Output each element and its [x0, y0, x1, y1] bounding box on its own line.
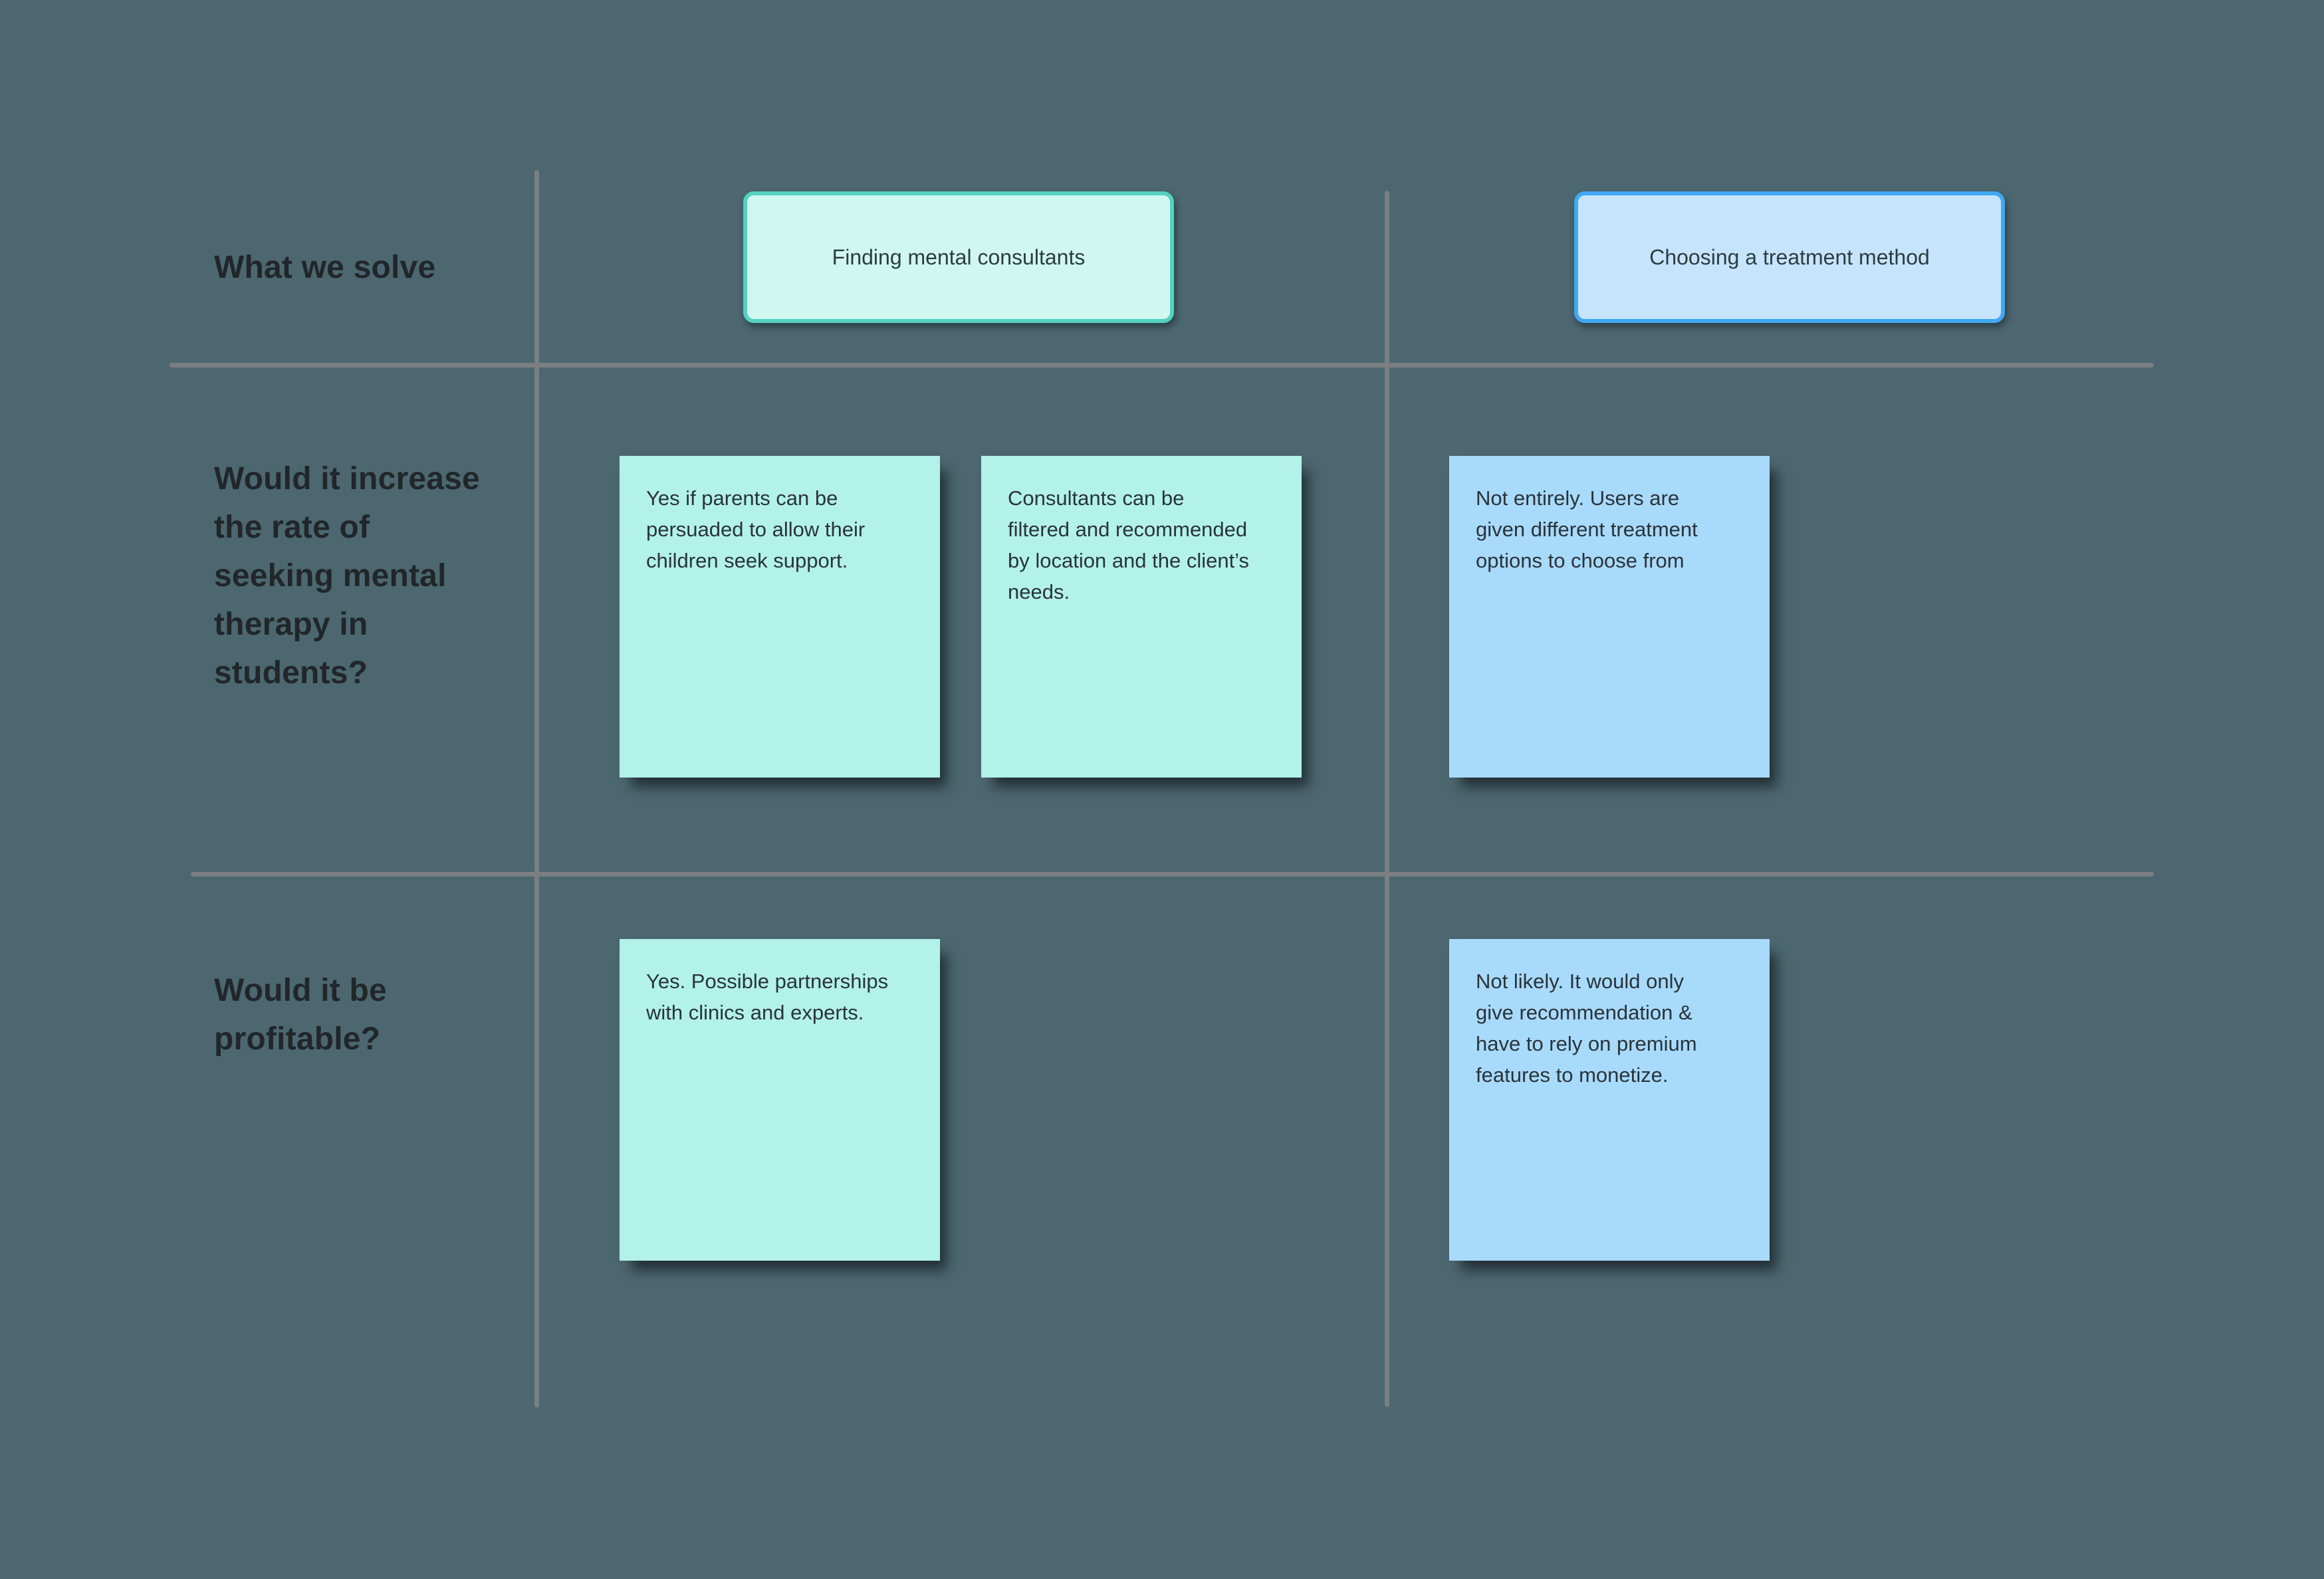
grid-row-divider-1[interactable]	[170, 363, 2154, 368]
row-header-profitable[interactable]: Would it be profitable?	[214, 973, 387, 1057]
sticky-note-parents-persuaded[interactable]: Yes if parents can be persuaded to allow…	[620, 456, 940, 778]
sticky-note-consultants-filtered[interactable]: Consultants can be filtered and recommen…	[981, 456, 1302, 778]
sticky-note-premium-monetize[interactable]: Not likely. It would only give recommend…	[1449, 939, 1770, 1261]
sticky-note-partnerships[interactable]: Yes. Possible partnerships with clinics …	[620, 939, 940, 1261]
grid-row-divider-2[interactable]	[191, 872, 2154, 877]
column-header-label: Finding mental consultants	[832, 245, 1086, 269]
grid-column-divider-2[interactable]	[1385, 191, 1389, 1407]
grid-column-divider-1[interactable]	[534, 170, 539, 1408]
column-header-label: Choosing a treatment method	[1649, 245, 1930, 269]
row-header-increase-therapy-rate[interactable]: Would it increase the rate of seeking me…	[214, 461, 480, 690]
column-header-choosing-treatment-method[interactable]: Choosing a treatment method	[1574, 191, 2005, 323]
sticky-note-treatment-options[interactable]: Not entirely. Users are given different …	[1449, 456, 1770, 778]
row-header-what-we-solve[interactable]: What we solve	[214, 250, 436, 285]
column-header-finding-mental-consultants[interactable]: Finding mental consultants	[743, 191, 1174, 323]
